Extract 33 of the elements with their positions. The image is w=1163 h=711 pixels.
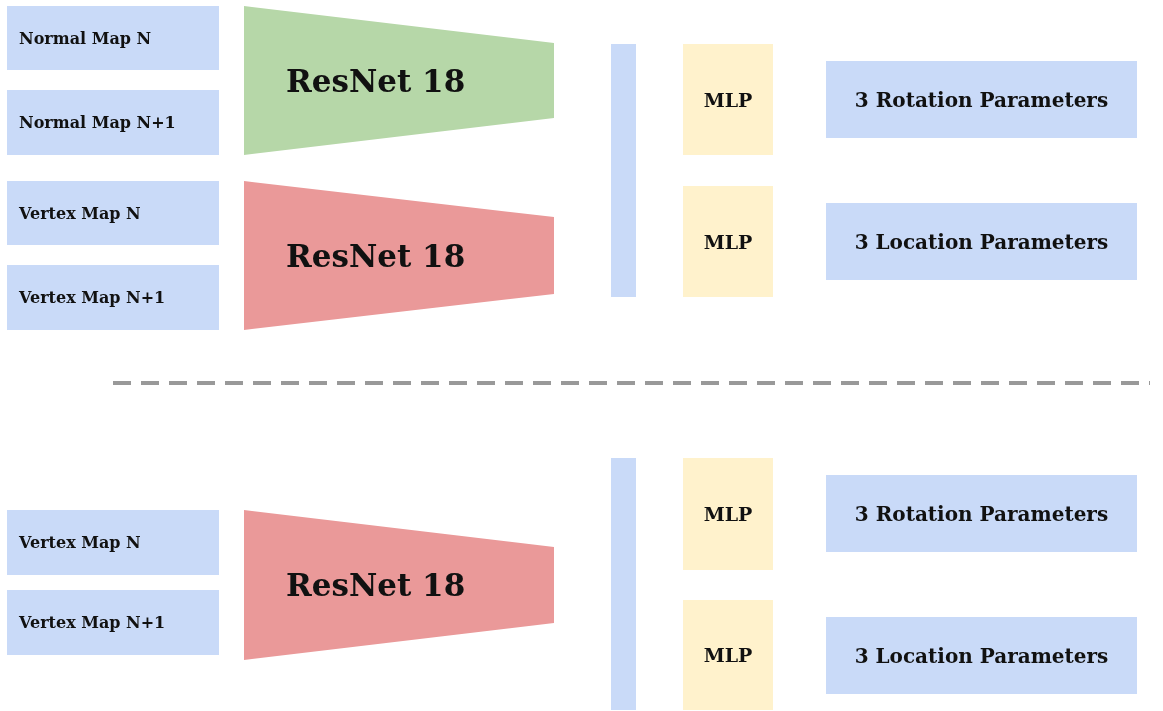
box-label: Vertex Map N	[19, 203, 141, 223]
input-box	[7, 590, 219, 655]
box-label: 3 Location Parameters	[854, 643, 1109, 668]
box-label: Normal Map N+1	[19, 113, 176, 132]
box-label: Vertex Map N+1	[19, 613, 166, 632]
box-label: MLP	[703, 88, 753, 111]
output-box	[826, 203, 1137, 280]
box-label: MLP	[703, 644, 753, 666]
network-label: ResNet 18	[286, 567, 466, 603]
box-label: MLP	[703, 503, 753, 525]
input-box	[7, 181, 219, 245]
box-label: Vertex Map N+1	[19, 288, 166, 307]
network-label: ResNet 18	[286, 237, 466, 274]
input-box	[7, 6, 219, 70]
network-label: ResNet 18	[286, 62, 466, 99]
output-box	[826, 617, 1137, 694]
mlp-box	[683, 186, 773, 297]
input-box	[7, 265, 219, 330]
box-label: Vertex Map N	[19, 533, 141, 552]
box-label: 3 Rotation Parameters	[854, 501, 1109, 526]
feature-bar	[611, 44, 636, 297]
output-box	[826, 475, 1137, 552]
box-label: MLP	[703, 230, 753, 253]
box-label: 3 Location Parameters	[854, 229, 1109, 254]
mlp-box	[683, 44, 773, 155]
mlp-box	[683, 600, 773, 710]
feature-bar	[611, 458, 636, 710]
input-box	[7, 90, 219, 155]
mlp-box	[683, 458, 773, 570]
box-label: Normal Map N	[19, 28, 152, 48]
input-box	[7, 510, 219, 575]
box-label: 3 Rotation Parameters	[854, 87, 1109, 112]
output-box	[826, 61, 1137, 138]
